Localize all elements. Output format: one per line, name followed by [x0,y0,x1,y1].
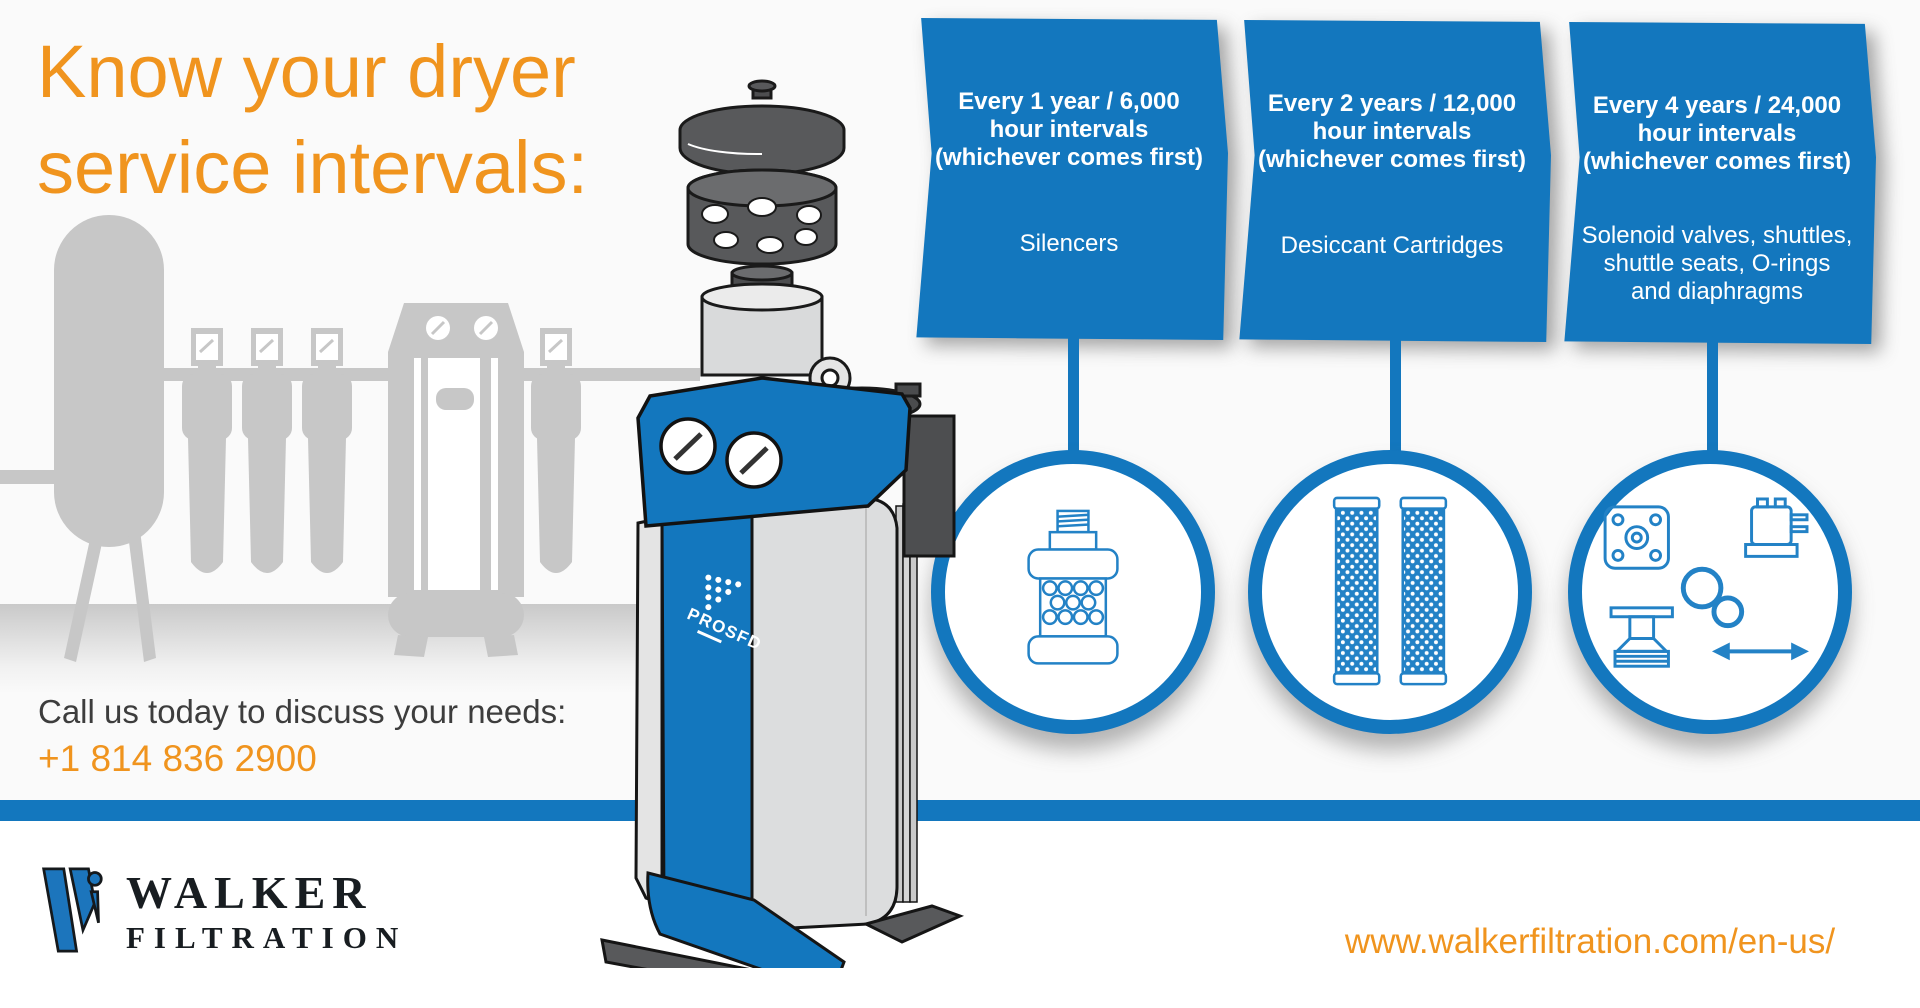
page-title: Know your dryer service intervals: [37,24,588,216]
filter-silhouette [182,328,232,573]
interval-3-heading: Every 4 years / 24,000 hour intervals (w… [1582,92,1852,175]
dryer-silhouette [388,303,524,657]
page-title-line2: service intervals: [37,126,589,209]
side-plates [902,503,911,903]
prosfd-dryer-illustration: PROSFD [600,79,965,968]
interval-1-heading: Every 1 year / 6,000 hour intervals (whi… [934,88,1204,171]
manifold-block [902,414,956,558]
interval-panel-2: Every 2 years / 12,000 hour intervals (w… [1233,20,1551,342]
base-skirt [646,871,846,968]
website-url: www.walkerfiltration.com/en-us/ [1344,922,1836,961]
interval-2-heading: Every 2 years / 12,000 hour intervals (w… [1257,90,1527,173]
left-panel [634,516,664,907]
connector-line-3 [1707,334,1718,462]
interval-panel-1: Every 1 year / 6,000 hour intervals (whi… [910,18,1228,340]
connector-line-1 [1068,334,1079,462]
page-title-line1: Know your dryer [37,30,576,113]
desiccant-cartridges-icon [1332,496,1448,686]
valve-parts-circle [1568,450,1852,734]
filter-silhouette [302,328,352,573]
brand-subname: FILTRATION [126,920,408,955]
right-foot [861,904,965,944]
valve-parts-icon [1603,497,1809,668]
interval-1-items: Silencers [1019,230,1119,257]
filter-silhouette [531,328,581,573]
interval-3-items: Solenoid valves, shuttles, shuttle seats… [1581,222,1853,305]
front-blue-panel [660,508,754,932]
control-head [636,376,912,528]
interval-panel-3: Every 4 years / 24,000 hour intervals (w… [1558,22,1876,344]
right-tower [750,496,899,932]
walker-w-logo-icon [42,867,103,953]
pressure-gauge [659,417,717,475]
floor-shadow-band [0,604,705,694]
o-rings-icon [1680,566,1745,629]
desiccant-cartridges-circle [1248,450,1532,734]
connector-line-2 [1390,334,1401,462]
dryer-top-cylinder [700,264,824,377]
blue-divider-stripe [0,800,1920,821]
compressed-air-system-silhouette [0,215,700,662]
pressure-gauge [725,431,783,489]
solenoid-valve-icon [1744,497,1809,558]
contact-label: Call us today to discuss your needs: [38,693,567,730]
side-plates [909,501,918,903]
interval-2-items: Desiccant Cartridges [1280,232,1504,259]
contact-block: Call us today to discuss your needs: +1 … [38,690,566,784]
tank-silhouette [54,215,164,547]
exploded-silencer-parts [678,79,846,266]
phone-number: +1 814 836 2900 [38,738,317,779]
filter-silhouette [242,328,292,573]
shuttle-icon [1609,606,1674,668]
left-foot [600,938,750,968]
diaphragm-plate-icon [1603,505,1670,570]
silencer-icon [1027,509,1119,665]
brand-name: WALKER [126,867,373,918]
measure-arrow-icon [1711,642,1809,661]
walker-filtration-logo: WALKER FILTRATION [40,862,407,958]
